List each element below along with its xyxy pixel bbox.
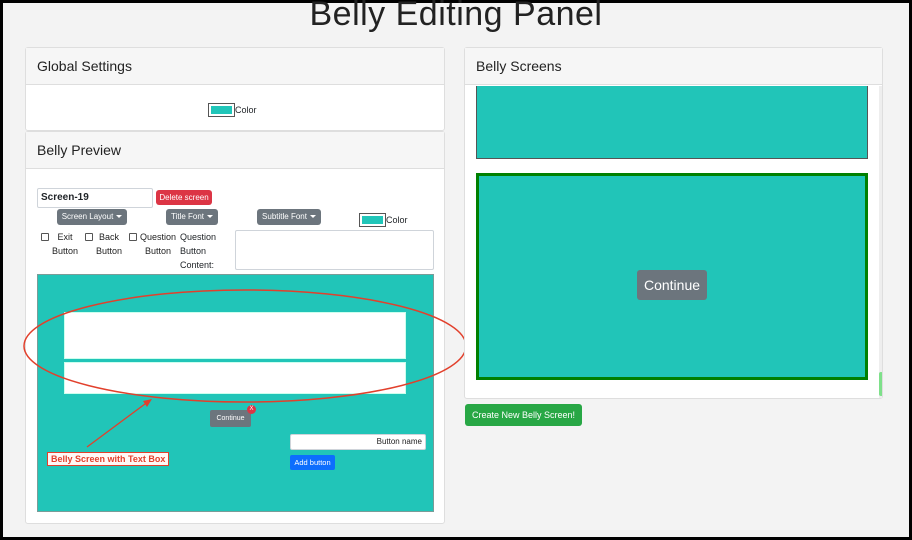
subtitle-text-box[interactable] [64, 362, 406, 394]
button-name-input[interactable]: Button name [290, 434, 426, 450]
title-font-dropdown[interactable]: Title Font [166, 209, 218, 225]
subtitle-font-label: Subtitle Font [262, 212, 307, 221]
preview-canvas: Continue X Button name Add button [37, 274, 434, 512]
color-label: Color [386, 214, 408, 225]
back-button-label: Back Button [96, 232, 123, 256]
question-content-label: Question Button Content: [180, 232, 217, 270]
screens-scrollbar[interactable] [879, 86, 882, 398]
title-text-box[interactable] [64, 312, 406, 359]
annotation-label: Belly Screen with Text Box [47, 452, 170, 466]
screen-name-input[interactable]: Screen-19 [37, 188, 153, 208]
color-label: Color [235, 104, 257, 115]
screen-thumbnail[interactable] [476, 86, 868, 159]
global-settings-header: Global Settings [26, 48, 444, 85]
back-button-checkbox[interactable]: Back Button [85, 230, 122, 258]
global-color-picker[interactable]: Color [208, 101, 257, 119]
screen-layout-label: Screen Layout [61, 212, 114, 221]
close-icon[interactable]: X [247, 405, 256, 414]
checkbox-box[interactable] [41, 233, 49, 241]
page-title: Belly Editing Panel [309, 0, 603, 33]
chevron-down-icon [116, 215, 123, 219]
belly-screens-header: Belly Screens [465, 48, 882, 85]
exit-button-label: Exit Button [52, 232, 79, 256]
delete-screen-button[interactable]: Delete screen [156, 190, 212, 205]
create-new-belly-screen-button[interactable]: Create New Belly Screen! [465, 404, 582, 426]
continue-button[interactable]: Continue [210, 410, 251, 427]
scrollbar-thumb[interactable] [879, 372, 882, 396]
question-content-field[interactable] [235, 230, 434, 270]
question-button-label: Question Button [140, 232, 177, 256]
add-button[interactable]: Add button [290, 455, 335, 470]
belly-preview-header: Belly Preview [26, 132, 444, 169]
belly-screens-card: Belly Screens Continue [464, 47, 883, 399]
global-settings-card: Global Settings Color [25, 47, 445, 131]
screen-layout-dropdown[interactable]: Screen Layout [57, 209, 127, 225]
subtitle-font-dropdown[interactable]: Subtitle Font [257, 209, 321, 225]
chevron-down-icon [309, 215, 316, 219]
checkbox-box[interactable] [85, 233, 93, 241]
color-swatch[interactable] [359, 212, 386, 227]
checkbox-box[interactable] [129, 233, 137, 241]
preview-color-picker[interactable]: Color [359, 211, 408, 229]
screens-list[interactable]: Continue [465, 86, 882, 398]
exit-button-checkbox[interactable]: Exit Button [41, 230, 78, 258]
chevron-down-icon [207, 215, 214, 219]
question-button-checkbox[interactable]: Question Button [129, 230, 176, 258]
title-font-label: Title Font [170, 212, 205, 221]
color-swatch[interactable] [208, 102, 235, 117]
thumbnail-continue-button: Continue [637, 270, 707, 300]
screen-thumbnail-selected[interactable]: Continue [476, 173, 868, 380]
